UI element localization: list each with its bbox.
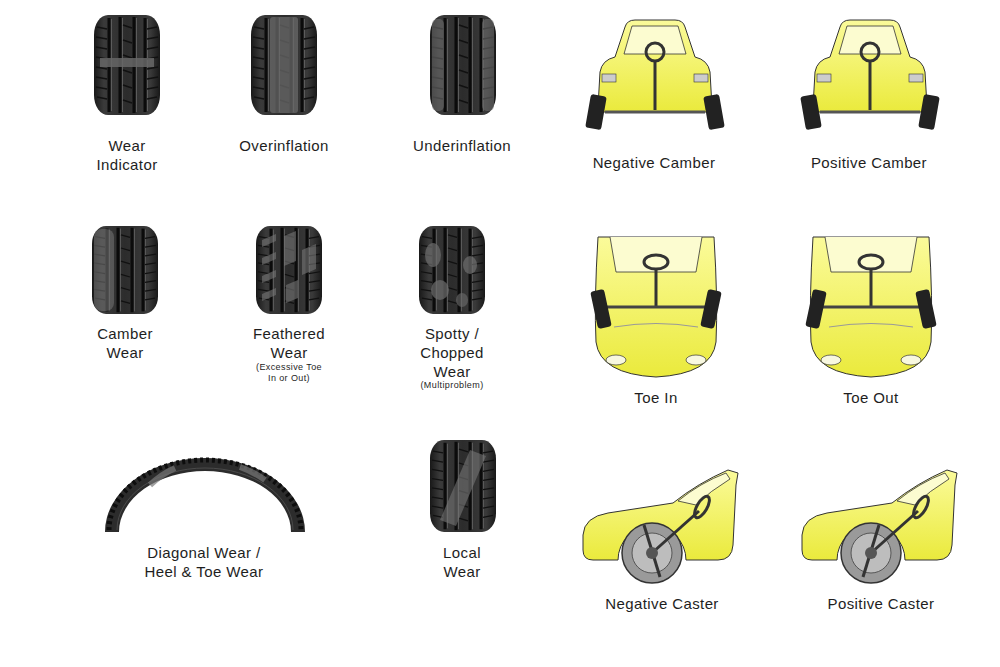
pattern-label: Underinflation bbox=[382, 136, 542, 155]
alignment-label: Negative Caster bbox=[572, 594, 752, 613]
car-toe-in bbox=[590, 237, 722, 377]
car-positive-caster bbox=[802, 470, 957, 583]
car-negative-caster bbox=[583, 470, 738, 583]
pattern-label: Overinflation bbox=[204, 136, 364, 155]
pattern-label: Local Wear bbox=[432, 543, 492, 581]
pattern-label: Camber Wear bbox=[85, 324, 165, 362]
alignment-label: Toe In bbox=[596, 388, 716, 407]
alignment-label: Negative Camber bbox=[564, 153, 744, 172]
tire-spotty-wear bbox=[419, 226, 485, 314]
alignment-label: Positive Caster bbox=[791, 594, 971, 613]
car-positive-camber bbox=[800, 20, 940, 130]
pattern-label: Feathered Wear bbox=[244, 324, 334, 362]
tire-diagonal-wear bbox=[105, 458, 305, 532]
tire-overinflation bbox=[251, 15, 317, 115]
pattern-label: Wear Indicator bbox=[82, 136, 172, 174]
tire-camber-wear bbox=[92, 226, 158, 314]
tire-underinflation bbox=[430, 15, 496, 115]
tire-feathered-wear bbox=[256, 226, 322, 314]
alignment-label: Toe Out bbox=[811, 388, 931, 407]
car-toe-out bbox=[805, 237, 937, 377]
car-negative-camber bbox=[585, 20, 725, 130]
pattern-label: Spotty / Chopped Wear bbox=[412, 324, 492, 381]
pattern-note: (Multiproblem) bbox=[407, 380, 497, 391]
alignment-label: Positive Camber bbox=[779, 153, 959, 172]
tire-local-wear bbox=[430, 440, 496, 532]
pattern-label: Diagonal Wear / Heel & Toe Wear bbox=[142, 543, 267, 581]
pattern-note: (Excessive Toe In or Out) bbox=[255, 362, 323, 385]
tire-wear-indicator bbox=[94, 15, 160, 115]
